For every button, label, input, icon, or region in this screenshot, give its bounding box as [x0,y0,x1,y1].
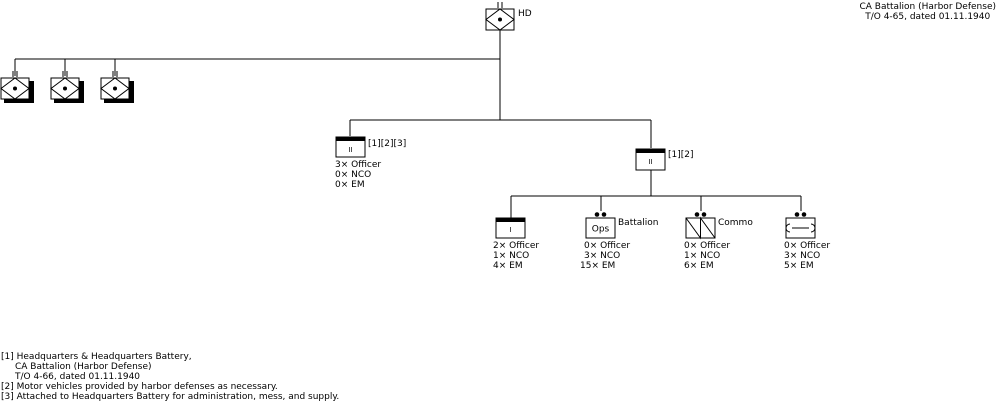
operations-section-label: Battalion [618,218,658,228]
hq-unit-echelon: II [648,158,652,166]
hd-unit-symbol [485,2,515,31]
title-line-2: T/O 4-65, dated 01.11.1940 [865,12,991,22]
command-section-symbol [495,217,526,239]
footnote-2-ref: [2] [1,382,14,392]
hq-battery-officer: 3× Officer [335,160,381,170]
command-section-officer: 2× Officer [493,241,539,251]
footnote-2: [2] Motor vehicles provided by harbor de… [1,382,339,392]
footnote-1-line-3: T/O 4-66, dated 01.11.1940 [15,372,141,382]
title-block: CA Battalion (Harbor Defense) T/O 4-65, … [859,2,996,22]
connector-lines [14,30,802,218]
footnotes: [1] Headquarters & Headquarters Battery,… [1,352,339,402]
hq-battery-nco: 0× NCO [335,170,371,180]
harbor-defense-unit-2 [50,71,84,103]
communications-section-symbol [685,212,716,240]
footnote-3-ref: [3] [1,392,14,402]
title-line-1: CA Battalion (Harbor Defense) [859,2,996,12]
hq-battery-em: 0× EM [335,180,365,190]
hq-unit-refs: [1][2] [668,150,694,160]
hq-battery-echelon: II [348,146,352,154]
maintenance-section-nco: 3× NCO [784,251,820,261]
harbor-defense-unit-3 [100,71,134,103]
operations-section-symbol-text: Ops [592,225,610,235]
footnote-3: [3] Attached to Headquarters Battery for… [1,392,339,402]
hq-battery-symbol [335,136,366,158]
communications-section-em: 6× EM [684,261,714,271]
maintenance-section-symbol [785,212,816,239]
maintenance-section-em: 5× EM [784,261,814,271]
communications-section-officer: 0× Officer [684,241,730,251]
footnote-1-line-1: Headquarters & Headquarters Battery, [16,352,192,362]
communications-section-nco: 1× NCO [684,251,720,261]
hd-label: HD [518,9,532,19]
operations-section-em: 15× EM [580,261,615,271]
command-section-echelon: I [509,226,511,234]
footnote-1-line-2: CA Battalion (Harbor Defense) [15,362,152,372]
footnote-3-line-1: Attached to Headquarters Battery for adm… [16,392,340,402]
command-section-em: 4× EM [493,261,523,271]
hq-battery-refs: [1][2][3] [368,139,406,149]
command-section-nco: 1× NCO [493,251,529,261]
footnote-2-line-1: Motor vehicles provided by harbor defens… [16,382,278,392]
hq-unit-symbol [635,148,666,171]
operations-section-officer: 0× Officer [584,241,630,251]
footnote-1: [1] Headquarters & Headquarters Battery, [1,352,339,362]
operations-section-nco: 3× NCO [584,251,620,261]
harbor-defense-unit-1 [0,71,34,103]
footnote-1-ref: [1] [1,352,14,362]
communications-section-label: Commo [718,218,753,228]
operations-section-symbol [585,212,616,239]
maintenance-section-officer: 0× Officer [784,241,830,251]
